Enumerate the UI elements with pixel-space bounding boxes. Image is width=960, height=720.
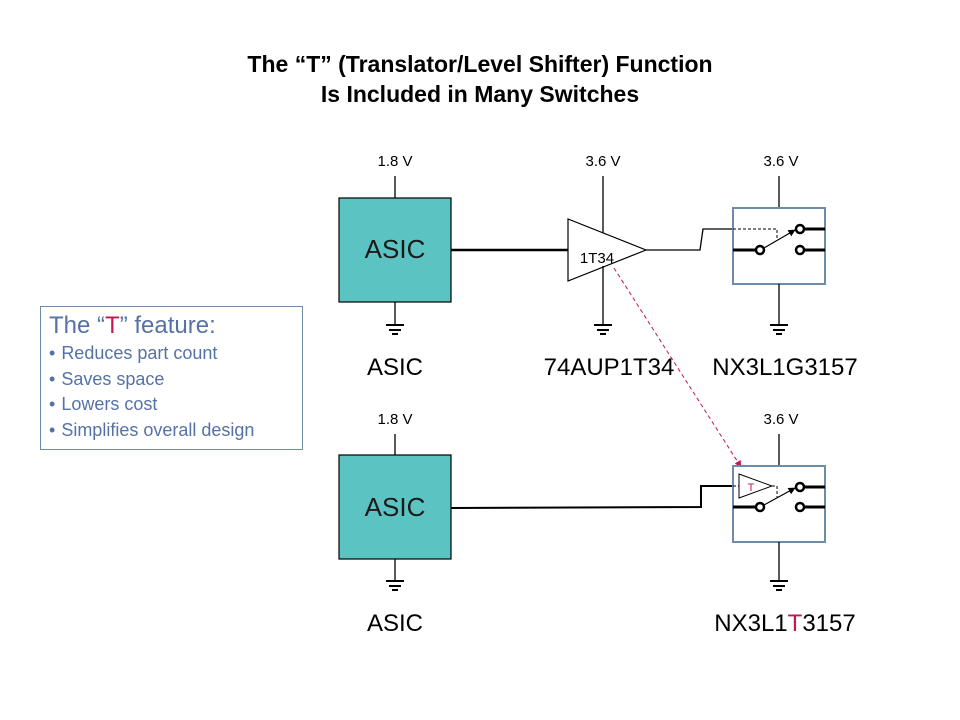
feature-item: Simplifies overall design (49, 418, 302, 444)
feature-list: Reduces part count Saves space Lowers co… (49, 341, 302, 443)
feature-item: Saves space (49, 367, 302, 393)
bottom-asic-block (338, 454, 452, 560)
bottom-asic-part-label: ASIC (367, 610, 423, 637)
integration-arrow-icon (613, 267, 742, 468)
feature-item: Reduces part count (49, 341, 302, 367)
top-asic-supply-label: 1.8 V (377, 153, 412, 170)
title-line-2: Is Included in Many Switches (320, 81, 640, 107)
buffer-triangle-icon (567, 218, 648, 282)
top-switch-control-dashed (733, 228, 778, 240)
switch-contact-icon (754, 501, 766, 513)
top-switch-nx3l1g3157: 3.6 V NX3L1G3157 (712, 153, 857, 381)
top-switch-box (732, 207, 826, 285)
top-buffer-1t34: 3.6 V 1T34 74AUP1T34 (544, 153, 675, 381)
top-switch-supply-label: 3.6 V (763, 153, 798, 170)
feature-heading-t: T (105, 312, 120, 339)
title-line-1: The “T” (Translator/Level Shifter) Funct… (247, 51, 713, 77)
internal-translator-label: T (748, 482, 755, 494)
feature-callout-box: The “T” feature: Reduces part count Save… (40, 306, 303, 450)
top-asic-block-label: ASIC (365, 234, 426, 264)
bottom-switch-supply-label: 3.6 V (763, 411, 798, 428)
bottom-switch-control-dashed (772, 485, 778, 497)
switch-contact-icon (794, 244, 806, 256)
part-label-t: T (788, 610, 803, 637)
switch-contact-icon (754, 244, 766, 256)
feature-heading: The “T” feature: (49, 311, 302, 341)
bottom-signal-wire (450, 485, 733, 509)
part-label-suffix: 3157 (802, 610, 855, 637)
switch-contact-icon (794, 501, 806, 513)
switch-contact-icon (794, 481, 806, 493)
top-buffer-symbol-label: 1T34 (580, 250, 614, 267)
ground-icon (594, 324, 612, 335)
switch-contact-icon (794, 223, 806, 235)
ground-icon (770, 324, 788, 335)
bottom-switch-part-label: NX3L1T3157 (714, 610, 855, 637)
top-asic: 1.8 V ASIC ASIC (338, 153, 452, 381)
bottom-asic-supply-label: 1.8 V (377, 411, 412, 428)
internal-translator-icon (738, 473, 774, 499)
slide-title: The “T” (Translator/Level Shifter) Funct… (0, 49, 960, 109)
top-buffer-supply-label: 3.6 V (585, 153, 620, 170)
bottom-switch-nx3l1t3157: 3.6 V T NX3L1T3157 (714, 411, 855, 637)
top-asic-part-label: ASIC (367, 354, 423, 381)
feature-heading-suffix: ” feature: (119, 312, 216, 339)
switch-arm-icon (763, 229, 796, 249)
switch-arm-icon (763, 487, 796, 506)
top-control-wire (646, 228, 733, 251)
top-asic-block (338, 197, 452, 303)
ground-icon (770, 580, 788, 591)
ground-icon (386, 324, 404, 335)
top-switch-part-label: NX3L1G3157 (712, 354, 857, 381)
ground-icon (386, 580, 404, 591)
feature-item: Lowers cost (49, 392, 302, 418)
feature-heading-prefix: The “ (49, 312, 106, 339)
top-buffer-part-label: 74AUP1T34 (544, 354, 675, 381)
bottom-asic: 1.8 V ASIC ASIC (338, 411, 452, 637)
part-label-prefix: NX3L1 (714, 610, 787, 637)
bottom-asic-block-label: ASIC (365, 492, 426, 522)
